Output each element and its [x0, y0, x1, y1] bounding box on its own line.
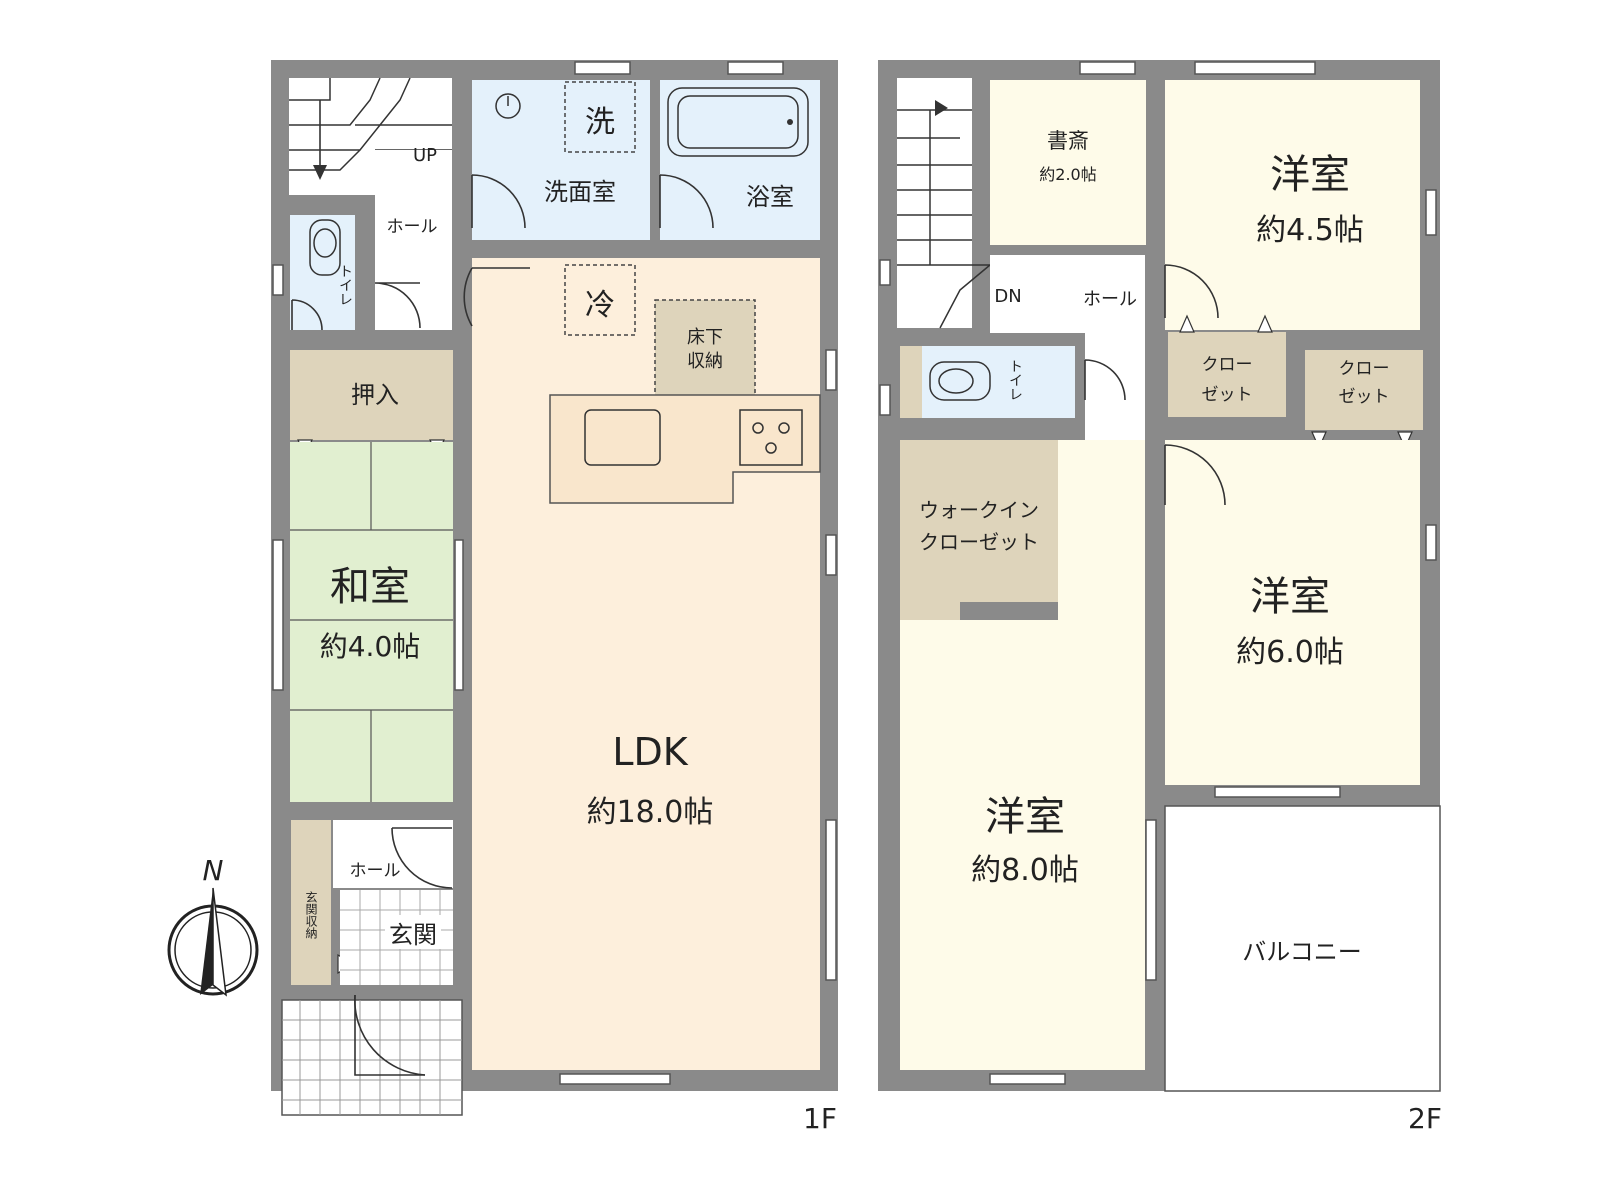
shosai-size: 約2.0帖: [1039, 165, 1096, 184]
sink-icon: [495, 93, 521, 119]
underfloor-label-1: 床下: [687, 327, 723, 348]
kitchen-sink-icon: [584, 409, 661, 466]
stove-icon: [739, 409, 803, 466]
window: [574, 61, 631, 75]
closet-1-label-1: クロー: [1202, 355, 1253, 375]
ldk: [472, 258, 820, 1070]
window: [727, 61, 784, 75]
stairs-down-arrow-icon: [313, 165, 327, 180]
walk-in-closet: [900, 440, 1058, 602]
window: [1079, 61, 1136, 75]
yoshitsu-6-size: 約6.0帖: [1236, 635, 1344, 670]
up-label: UP: [413, 145, 437, 166]
ldk-label: LDK: [612, 730, 688, 774]
yoshitsu-4-5-size: 約4.5帖: [1256, 213, 1364, 248]
floor-1: UP ホール トイレ 洗 洗面室 浴室 冷 床下 収納: [271, 60, 838, 1135]
yoshitsu-4-5-label: 洋室: [1270, 152, 1350, 198]
underfloor-storage: [654, 299, 756, 401]
balcony-label: バルコニー: [1242, 938, 1362, 966]
window: [825, 819, 837, 981]
window: [272, 539, 284, 691]
window: [825, 534, 837, 576]
shosai-label: 書斎: [1047, 129, 1089, 153]
closet-2-label-1: クロー: [1339, 359, 1390, 379]
oshiire-label: 押入: [351, 381, 399, 409]
window: [825, 349, 837, 391]
window: [454, 539, 464, 691]
closet-1: [1168, 332, 1286, 417]
toilet-bowl-icon: [309, 219, 341, 276]
kitchen-counter: [549, 394, 821, 504]
hall-2f: [990, 255, 1145, 333]
fridge-label: 冷: [585, 288, 615, 323]
closet-2-label-2: ゼット: [1339, 387, 1390, 407]
porch: [281, 999, 463, 1116]
window: [1425, 189, 1437, 236]
toilet-bowl-2f-icon: [929, 361, 991, 401]
yoshitsu-8-label: 洋室: [985, 794, 1065, 840]
toilet-1f: [290, 215, 355, 330]
yoshitsu-6: [1165, 440, 1420, 785]
yoshitsu-4-5: [1165, 80, 1420, 330]
walkin-label-2: クローゼット: [919, 530, 1039, 554]
shosai: [990, 80, 1146, 245]
window: [989, 1073, 1066, 1085]
window: [559, 1073, 671, 1085]
window: [1145, 819, 1157, 981]
bathroom: [660, 80, 820, 240]
stairs-up-arrow-icon: [935, 100, 948, 116]
yoshitsu-8-size: 約8.0帖: [971, 853, 1079, 888]
washitsu-label: 和室: [330, 564, 410, 610]
hall-top: [375, 150, 452, 330]
stairs-2f: [897, 78, 972, 328]
bathroom-label: 浴室: [746, 183, 794, 211]
window: [1214, 786, 1341, 798]
compass-label: N: [203, 854, 224, 887]
toilet-2f-label: トイレ: [1007, 359, 1023, 401]
washroom-label: 洗面室: [544, 178, 616, 206]
balcony: [1164, 805, 1441, 1092]
hall-entry: [333, 820, 453, 888]
washitsu-size: 約4.0帖: [320, 630, 421, 663]
window: [879, 384, 891, 416]
window: [879, 259, 891, 286]
hall-top-label: ホール: [387, 217, 438, 237]
toilet-2f: [900, 346, 1075, 418]
hall-entry-label: ホール: [350, 861, 401, 881]
yoshitsu-6-label: 洋室: [1250, 574, 1330, 620]
floor-2: 書斎 約2.0帖 DN ホール トイレ ウォークイン クローゼット 洋室 約8.…: [878, 60, 1442, 1135]
floor-2-label: 2F: [1408, 1102, 1442, 1135]
underfloor-label-2: 収納: [687, 351, 723, 372]
hall-2f-label: ホール: [1083, 289, 1137, 310]
compass-icon: N: [167, 854, 259, 997]
genkan-storage-label: 玄関収納: [304, 890, 318, 939]
bathtub-icon: [667, 87, 809, 157]
window: [272, 264, 284, 296]
window: [1425, 524, 1437, 561]
toilet-1f-label: トイレ: [337, 264, 353, 306]
window: [1194, 61, 1316, 75]
walkin-label-1: ウォークイン: [919, 498, 1039, 522]
fridge-space: [564, 264, 636, 336]
genkan-label: 玄関: [389, 921, 437, 949]
ldk-size: 約18.0帖: [587, 795, 714, 830]
washing-machine-space: [564, 81, 636, 153]
sen-label: 洗: [585, 105, 615, 140]
yoshitsu-8: [900, 620, 1145, 1070]
closet-2: [1305, 350, 1423, 430]
floor-1-label: 1F: [803, 1102, 837, 1135]
dn-label: DN: [994, 286, 1021, 307]
oshiire: [290, 350, 453, 440]
closet-1-label-2: ゼット: [1202, 385, 1253, 405]
washroom: [472, 80, 650, 240]
genkan-storage: [291, 820, 331, 985]
